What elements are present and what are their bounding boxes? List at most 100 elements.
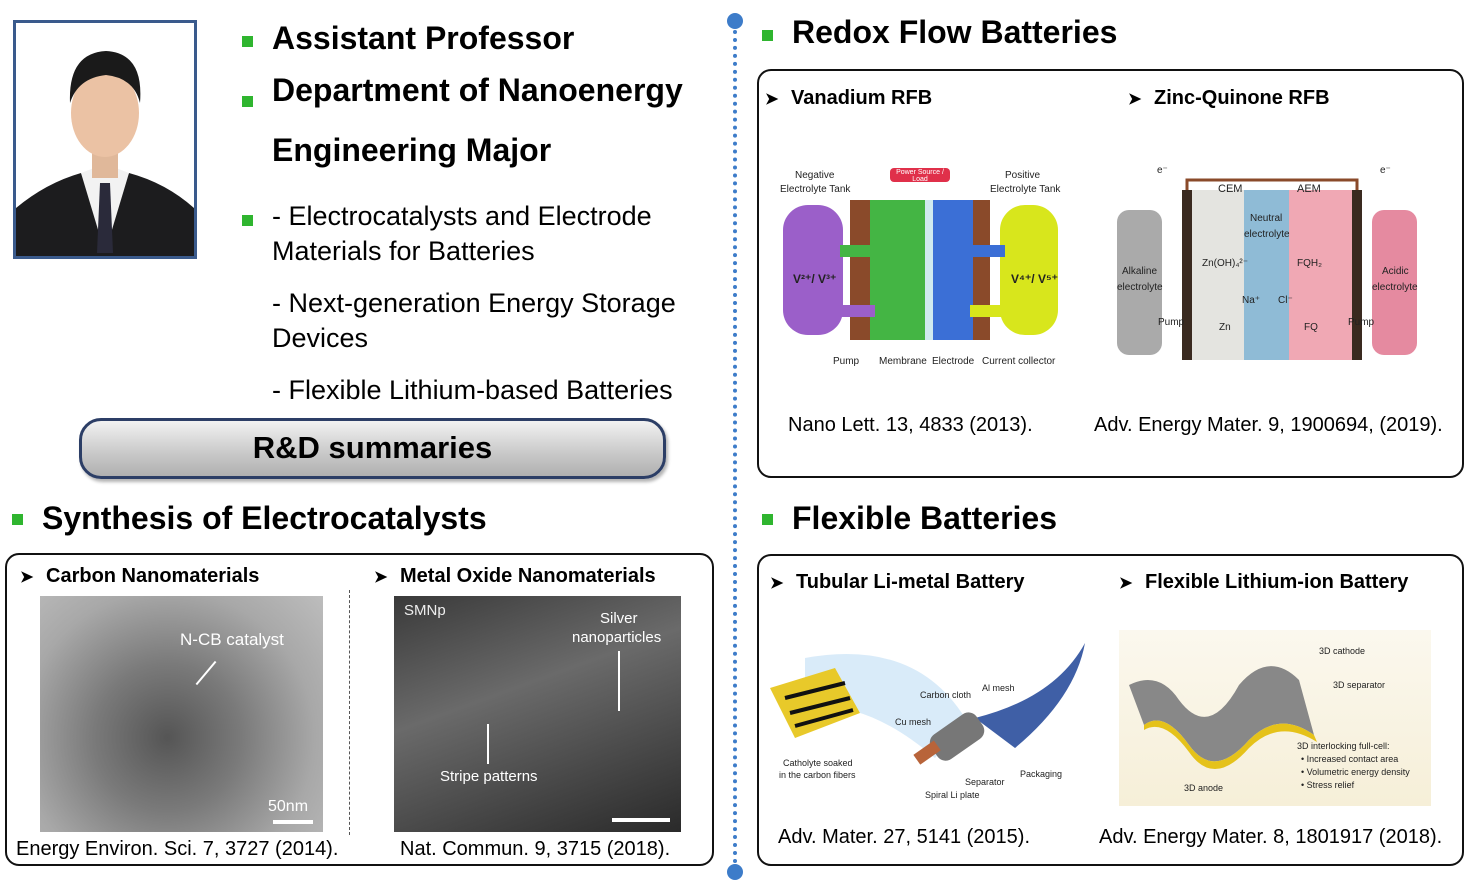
diagram-label: electrolyte [1244, 229, 1290, 240]
arrow-icon [195, 660, 217, 686]
diagram-label: electrolyte [1372, 282, 1418, 293]
citation: Nat. Commun. 9, 3715 (2018). [400, 838, 671, 860]
citation: Nano Lett. 13, 4833 (2013). [788, 414, 1033, 436]
arrow-bullet-icon: ➤ [770, 575, 784, 592]
image-label: nanoparticles [572, 629, 662, 646]
diagram-label: Positive [1005, 170, 1041, 181]
rfb-heading: Redox Flow Batteries [792, 14, 1118, 50]
bullet-icon [242, 215, 253, 226]
subtitle-text: Vanadium RFB [791, 87, 933, 109]
diagram-label: Alkaline [1122, 266, 1158, 277]
subtitle-text: Metal Oxide Nanomaterials [400, 565, 656, 587]
divider-dot-top [727, 13, 743, 29]
diagram-label: Al mesh [982, 683, 1015, 693]
research-line: - Next-generation Energy Storage [272, 288, 676, 318]
citation: Energy Environ. Sci. 7, 3727 (2014). [16, 838, 339, 860]
diagram-label: • Stress relief [1301, 780, 1355, 790]
diagram-label: Packaging [1020, 769, 1063, 779]
diagram-label: • Increased contact area [1301, 754, 1399, 764]
zinc-quinone-diagram: e⁻ e⁻ CEM AEM Neutral electrolyte Alkali… [1112, 160, 1427, 370]
diagram-label: Volumetric energy density [1306, 767, 1410, 777]
bullet-icon [242, 96, 253, 107]
zinc-quinone-title: ➤Zinc-Quinone RFB [1128, 87, 1330, 110]
diagram-label: 3D anode [1184, 783, 1224, 793]
diagram-label: Electrolyte Tank [990, 184, 1061, 195]
arrow-bullet-icon: ➤ [765, 91, 779, 108]
diagram-label: Cl⁻ [1278, 295, 1293, 306]
subtitle-text: Tubular Li-metal Battery [796, 571, 1025, 593]
flexible-li-ion-title: ➤ Flexible Lithium-ion Battery [1119, 571, 1408, 594]
vanadium-title: ➤ Vanadium RFB [765, 87, 932, 110]
bullet-icon [12, 514, 23, 525]
diagram-label: Power Source / Load [896, 169, 944, 183]
flex-panel [757, 554, 1464, 866]
metal-oxide-title: ➤ Metal Oxide Nanomaterials [374, 565, 656, 588]
diagram-label: 3D cathode [1319, 646, 1366, 656]
research-line: Devices [272, 323, 369, 353]
diagram-label: AEM [1297, 183, 1321, 195]
department-line1: Department of Nanoenergy [272, 72, 683, 108]
subtitle-text: Flexible Lithium-ion Battery [1145, 571, 1409, 593]
diagram-label: FQH₂ [1297, 258, 1322, 269]
subtitle-text: Zinc-Quinone RFB [1154, 87, 1330, 109]
vertical-divider [733, 22, 737, 872]
arrow-bullet-icon: ➤ [374, 569, 388, 586]
diagram-label: Cu mesh [895, 717, 932, 727]
bullet-icon [242, 36, 253, 47]
citation: Adv. Mater. 27, 5141 (2015). [778, 826, 1031, 848]
vanadium-diagram: Negative Electrolyte Tank Positive Elect… [775, 160, 1065, 375]
diagram-label: V⁴⁺/ V⁵⁺ [1011, 272, 1058, 286]
bullet-icon [762, 30, 773, 41]
diagram-label: Electrolyte Tank [780, 184, 851, 195]
diagram-label: e⁻ [1380, 165, 1391, 176]
diagram-label: Neutral [1250, 213, 1283, 224]
research-item-3: - Flexible Lithium-based Batteries [272, 373, 673, 408]
diagram-label: Zn [1219, 322, 1231, 333]
citation: Adv. Energy Mater. 8, 1801917 (2018). [1099, 826, 1443, 848]
research-line: - Electrocatalysts and Electrode [272, 201, 652, 231]
synthesis-heading: Synthesis of Electrocatalysts [42, 500, 487, 536]
diagram-label: Increased contact area [1306, 754, 1399, 764]
diagram-label: Pump [1158, 317, 1185, 328]
synthesis-panel [5, 553, 714, 866]
column-divider [349, 590, 350, 835]
tubular-title: ➤ Tubular Li-metal Battery [770, 571, 1025, 594]
tem-image: N-CB catalyst 50nm [40, 596, 323, 832]
sem-image: SMNp Silver nanoparticles Stripe pattern… [394, 596, 681, 832]
department-line2: Engineering Major [272, 132, 552, 168]
flexible-li-ion-diagram: 3D cathode 3D separator 3D interlocking … [1119, 630, 1431, 806]
carbon-title: ➤Carbon Nanomaterials [20, 565, 259, 588]
diagram-label: Spiral Li plate [925, 790, 980, 800]
scale-label: 50nm [268, 798, 309, 815]
diagram-label: 3D interlocking full-cell: [1297, 741, 1390, 751]
diagram-label: Pump [833, 356, 860, 367]
arrow-icon [618, 651, 620, 711]
image-label: Stripe patterns [440, 768, 538, 785]
diagram-label: Acidic [1382, 266, 1409, 277]
diagram-label: Negative [795, 170, 835, 181]
arrow-bullet-icon: ➤ [1119, 575, 1133, 592]
profile-photo [13, 20, 197, 259]
rfb-panel [757, 69, 1464, 478]
scale-bar [612, 818, 670, 822]
image-label: N-CB catalyst [180, 630, 284, 649]
tubular-diagram: Catholyte soaked in the carbon fibers Ca… [765, 638, 1090, 803]
diagram-label: Current collector [982, 356, 1056, 367]
image-label: SMNp [404, 602, 446, 619]
arrow-bullet-icon: ➤ [20, 569, 34, 586]
diagram-label: FQ [1304, 322, 1318, 333]
research-line: Materials for Batteries [272, 236, 535, 266]
diagram-label: in the carbon fibers [779, 770, 856, 780]
rd-summaries-button[interactable]: R&D summaries [79, 418, 666, 479]
diagram-label: Electrode [932, 356, 975, 367]
image-label: Silver [600, 610, 638, 627]
bullet-icon [762, 514, 773, 525]
diagram-label: Membrane [879, 356, 927, 367]
diagram-label: e⁻ [1157, 165, 1168, 176]
diagram-label: Carbon cloth [920, 690, 972, 700]
diagram-label: electrolyte [1117, 282, 1163, 293]
flex-heading: Flexible Batteries [792, 500, 1057, 536]
diagram-label: V²⁺/ V³⁺ [793, 272, 837, 286]
